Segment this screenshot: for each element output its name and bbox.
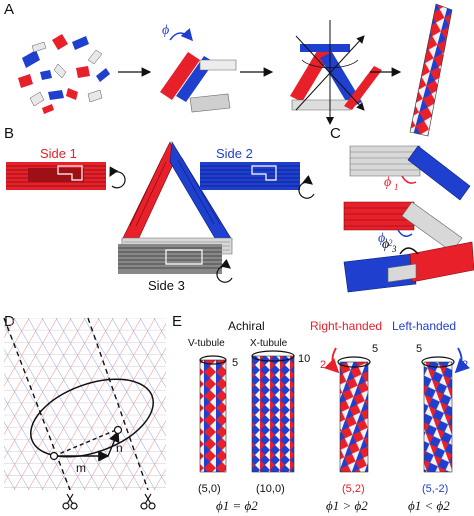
v-tubule: 5 (5,0)	[198, 355, 238, 495]
side-1-block: Side 1	[6, 146, 126, 190]
right-handed-equation: ϕ1 > ϕ2	[326, 498, 368, 513]
x-tubule-index: (10,0)	[256, 483, 285, 495]
v-tubule-index: (5,0)	[198, 483, 221, 495]
phi1-pair: ϕ 1	[349, 145, 471, 201]
x-tubule-label: X-tubule	[250, 338, 288, 349]
v-tubule-count: 5	[232, 357, 238, 369]
panel-e: E Achiral Right-handed Left-handed V-tub…	[172, 313, 470, 513]
side-3-label: Side 3	[148, 278, 185, 293]
right-handed-tubule: 5 2 (5,2) ϕ1 > ϕ2	[320, 343, 378, 513]
cut-line-left	[3, 317, 71, 491]
phi3-pair: ϕ 3	[343, 237, 474, 293]
assembled-tubule	[409, 3, 453, 137]
panel-a-label: A	[4, 1, 14, 18]
side-3-block: Side 3	[118, 244, 233, 293]
panel-d-label: D	[4, 313, 15, 330]
side-2-label: Side 2	[216, 146, 253, 161]
x-tubule: 10 (10,0)	[251, 350, 310, 495]
right-tubule-side-count: 2	[320, 359, 326, 371]
phi2-pair: ϕ 2	[343, 201, 463, 253]
scissors-icon	[62, 493, 78, 510]
panel-b-label: B	[4, 125, 14, 142]
left-tubule-side-count: 2	[462, 359, 468, 371]
x-tubule-count: 10	[298, 353, 310, 365]
panel-a: A ϕ	[4, 1, 453, 137]
cut-line-right	[87, 317, 149, 491]
triangle-cluster	[290, 20, 382, 125]
scattered-monomers	[18, 34, 110, 114]
panel-c: C ϕ 1 ϕ 2	[330, 125, 474, 293]
achiral-heading: Achiral	[228, 319, 265, 333]
right-handed-heading: Right-handed	[310, 319, 382, 333]
left-handed-equation: ϕ1 < ϕ2	[408, 498, 450, 513]
v-tubule-label: V-tubule	[188, 338, 225, 349]
scissors-icon	[140, 493, 156, 510]
dimer-unit: ϕ	[160, 23, 237, 113]
vector-n-label: n	[116, 441, 123, 455]
left-handed-heading: Left-handed	[392, 319, 456, 333]
side-1-label: Side 1	[40, 146, 77, 161]
chiral-vector	[53, 429, 117, 457]
phi-angle-label: ϕ	[162, 23, 169, 38]
left-tubule-index: (5,-2)	[422, 483, 448, 495]
phi3-subscript: 3	[391, 244, 397, 254]
vector-m-label: m	[76, 461, 86, 475]
panel-e-label: E	[172, 313, 182, 330]
phi2-symbol: ϕ	[378, 231, 385, 246]
triangular-lattice	[4, 318, 166, 490]
phi1-subscript: 1	[394, 182, 399, 192]
vector-n	[107, 430, 120, 457]
phi3-symbol: ϕ	[382, 237, 389, 252]
achiral-equation: ϕ1 = ϕ2	[216, 498, 258, 513]
left-tubule-top-count: 5	[416, 343, 422, 355]
phi1-symbol: ϕ	[384, 175, 391, 190]
side-2-block: Side 2	[200, 146, 315, 199]
panel-d: D m n	[3, 313, 166, 510]
right-tubule-top-count: 5	[372, 343, 378, 355]
left-handed-tubule: 5 2 (5,-2) ϕ1 < ϕ2	[408, 343, 470, 513]
right-tubule-index: (5,2)	[342, 483, 365, 495]
panel-b: B Side 1	[4, 125, 315, 293]
wrap-ellipse	[29, 378, 155, 458]
phi2-subscript: 2	[388, 238, 393, 248]
panel-c-label: C	[330, 125, 341, 142]
